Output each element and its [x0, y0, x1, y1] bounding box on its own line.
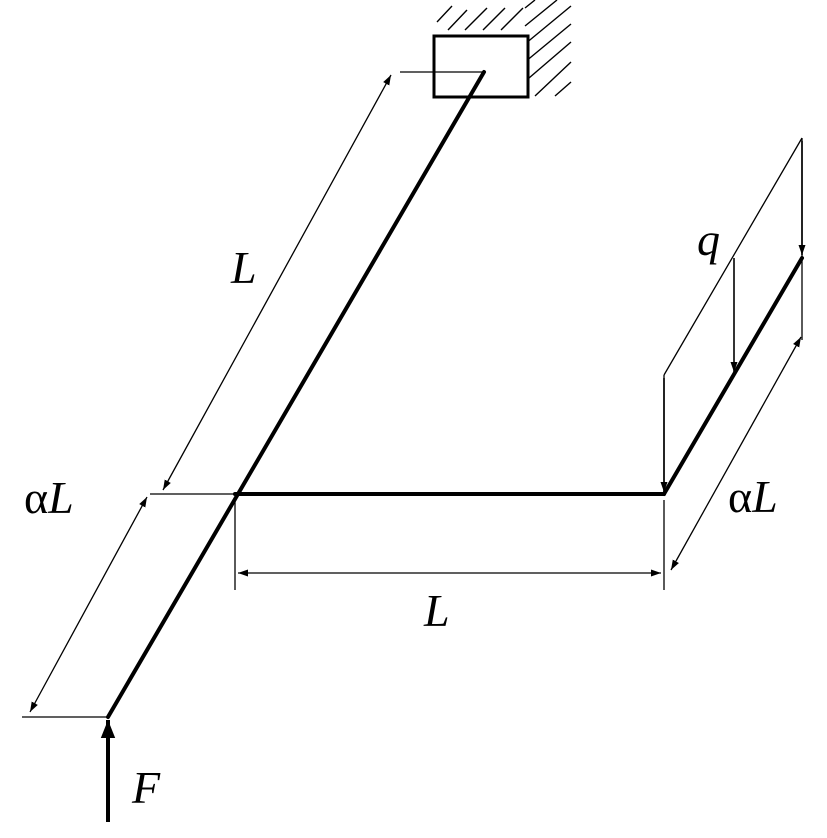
label-bottom-L: L [423, 585, 450, 636]
label-left-alphaL: αL [24, 472, 74, 523]
label-F: F [131, 762, 161, 813]
dim-left-alphaL [29, 496, 148, 713]
label-right-alphaL: αL [728, 471, 778, 522]
extension-lines [22, 71, 803, 718]
dimension-arrows [29, 74, 802, 713]
load-arrows [660, 141, 806, 492]
dim-top-L [162, 74, 392, 491]
beam-frame [106, 70, 804, 719]
support-block [432, 34, 530, 99]
dim-right-alphaL [670, 336, 802, 571]
label-top-L: L [230, 242, 257, 293]
wall-hatch [436, 0, 572, 97]
label-q: q [697, 214, 720, 265]
